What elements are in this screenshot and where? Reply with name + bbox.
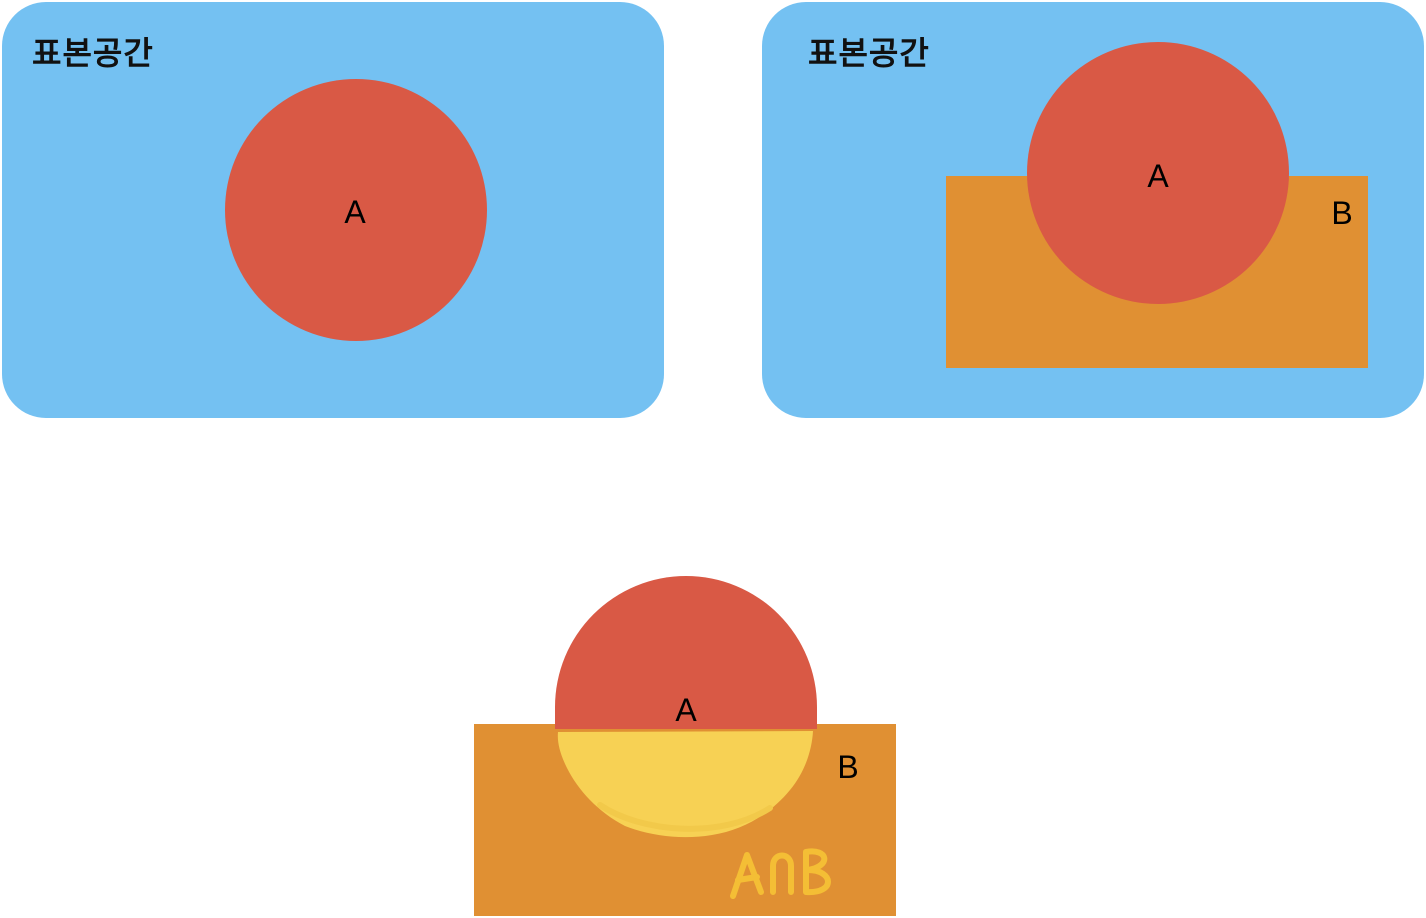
sample-space-title: 표본공간 [32,34,154,72]
event-b-label-bottom: B [837,749,859,785]
handwritten-letter-b [803,848,831,896]
sample-space-title: 표본공간 [808,34,930,72]
intersection-highlight [557,731,813,838]
handwritten-letter-a-bar [735,874,760,883]
event-a-semicircle-bottom [555,576,817,729]
intersection-highlight-stroke [597,802,773,832]
handwritten-intersection-label [730,848,831,899]
event-a-label-bottom: A [675,692,697,728]
event-b-label-right: B [1331,195,1353,231]
event-a-circle-right [1027,42,1289,304]
event-a-circle-left [225,79,487,341]
event-a-label-left: A [344,194,366,230]
event-a-label-right: A [1147,158,1169,194]
handwritten-cap-symbol [770,852,794,895]
